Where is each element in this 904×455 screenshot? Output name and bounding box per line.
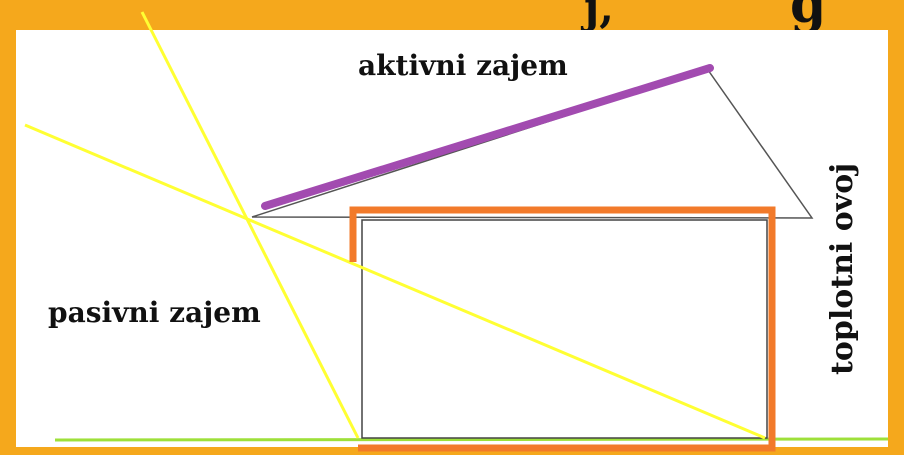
thermal-envelope bbox=[349, 206, 776, 452]
top-banner-fragment-1: j, bbox=[580, 0, 614, 32]
frame-top bbox=[0, 0, 904, 30]
active-gain-label: aktivni zajem bbox=[358, 49, 568, 82]
thermal-envelope-label: toplotni ovoj bbox=[825, 163, 860, 375]
frame-left bbox=[0, 0, 16, 455]
house-body bbox=[361, 219, 768, 439]
ground-line bbox=[54, 437, 889, 442]
passive-gain-label: pasivni zajem bbox=[48, 296, 261, 329]
frame-right bbox=[888, 0, 904, 455]
top-banner-fragment-2: g bbox=[790, 0, 826, 35]
inner-background bbox=[16, 30, 888, 447]
sun-ray-shallow bbox=[24, 123, 766, 440]
solar-collector bbox=[261, 64, 714, 210]
sun-ray-steep bbox=[140, 11, 360, 439]
